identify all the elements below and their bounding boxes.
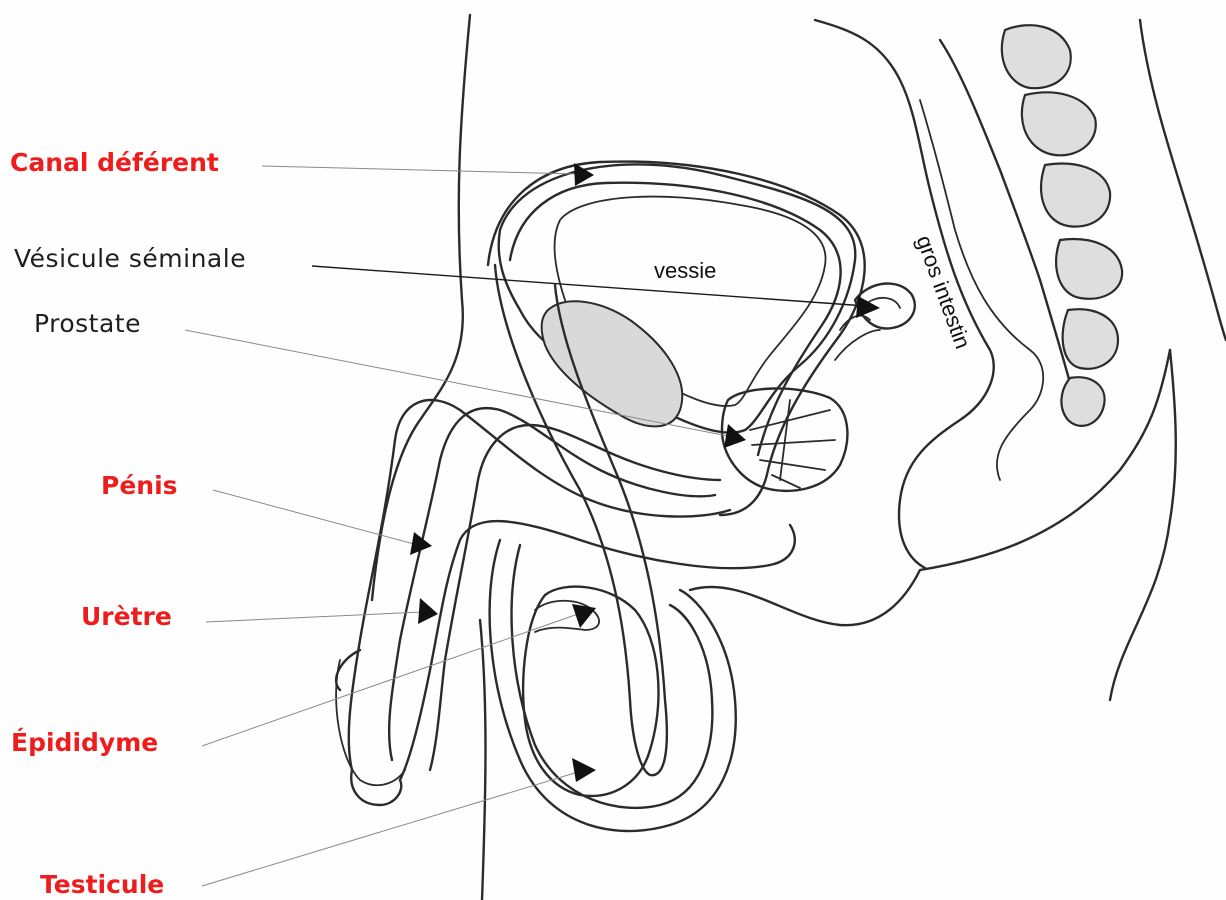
arrowhead-testicule xyxy=(572,758,596,782)
testicle xyxy=(523,587,658,796)
arrowhead-uretre xyxy=(418,598,438,624)
body-contour-lower xyxy=(480,620,486,900)
epididymis xyxy=(535,601,599,632)
label-uretre: Urètre xyxy=(81,602,172,631)
buttock-contour xyxy=(1110,350,1176,700)
leader-vesicule-seminale xyxy=(312,266,866,306)
arrowhead-epididyme xyxy=(572,604,596,628)
arrowhead-prostate xyxy=(724,424,746,448)
arrowhead-canal-deferent xyxy=(574,163,594,186)
label-epididyme: Épididyme xyxy=(11,728,158,757)
leader-canal-deferent xyxy=(262,166,578,174)
leader-uretre xyxy=(206,612,422,622)
label-testicule: Testicule xyxy=(40,870,164,899)
leader-testicule xyxy=(202,772,578,886)
penis-outer-bottom xyxy=(400,521,795,780)
label-penis: Pénis xyxy=(101,471,178,500)
organ-label-vessie: vessie xyxy=(654,258,716,284)
body-contour-left xyxy=(372,15,470,600)
penis-outer-top xyxy=(349,400,730,770)
label-vesicule-seminale: Vésicule séminale xyxy=(14,244,246,273)
back-contour xyxy=(1140,20,1226,340)
arrowhead-penis xyxy=(410,532,432,555)
pubic-bone xyxy=(542,301,683,426)
label-prostate: Prostate xyxy=(34,309,141,338)
label-canal-deferent: Canal déférent xyxy=(10,148,219,177)
rectum-outer xyxy=(815,20,994,568)
urethra-lower xyxy=(430,425,720,770)
